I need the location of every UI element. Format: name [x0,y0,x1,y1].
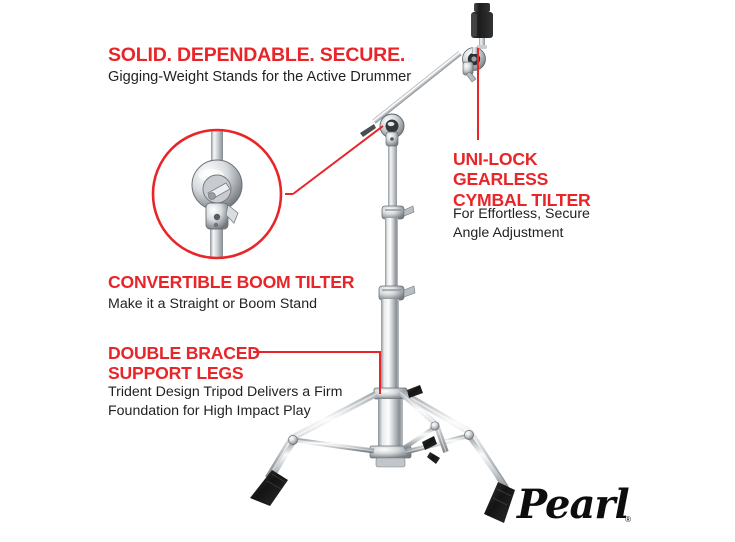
cymbal-felt-assembly [471,3,493,49]
middle-tube [385,218,398,292]
callout-boom-tilter-heading: CONVERTIBLE BOOM TILTER [108,272,355,292]
hero-subheading: Gigging-Weight Stands for the Active Dru… [108,69,412,85]
registered-trademark-symbol: ® [625,515,631,524]
callout-support-legs-subtext: Trident Design Tripod Delivers a Firm Fo… [108,384,343,419]
pearl-logo-wordmark: Pearl [517,481,630,528]
callout-unilock-heading: UNI-LOCK GEARLESS CYMBAL TILTER [453,149,591,210]
convertible-boom-tilter-joint [379,113,405,147]
uni-lock-tilter [462,47,486,83]
callout-boom-tilter-subtext: Make it a Straight or Boom Stand [108,296,317,312]
tripod-hub [369,387,412,468]
lower-tube [381,299,399,395]
hub-wing-screw [407,385,423,398]
tripod-leg-rear [398,389,449,464]
memory-lock-clamp-lower [378,285,416,301]
tripod-leg-left [250,391,378,506]
callout-support-legs-heading: DOUBLE BRACED SUPPORT LEGS [108,343,260,384]
memory-lock-clamp-upper [381,205,415,220]
hero-heading: SOLID. DEPENDABLE. SECURE. [108,44,406,66]
upper-tube [388,126,397,212]
callout-unilock-subtext: For Effortless, Secure Angle Adjustment [453,206,590,241]
boom-tilter-detail-inset [151,128,283,260]
pearl-logo: Pearl ® [517,481,631,530]
